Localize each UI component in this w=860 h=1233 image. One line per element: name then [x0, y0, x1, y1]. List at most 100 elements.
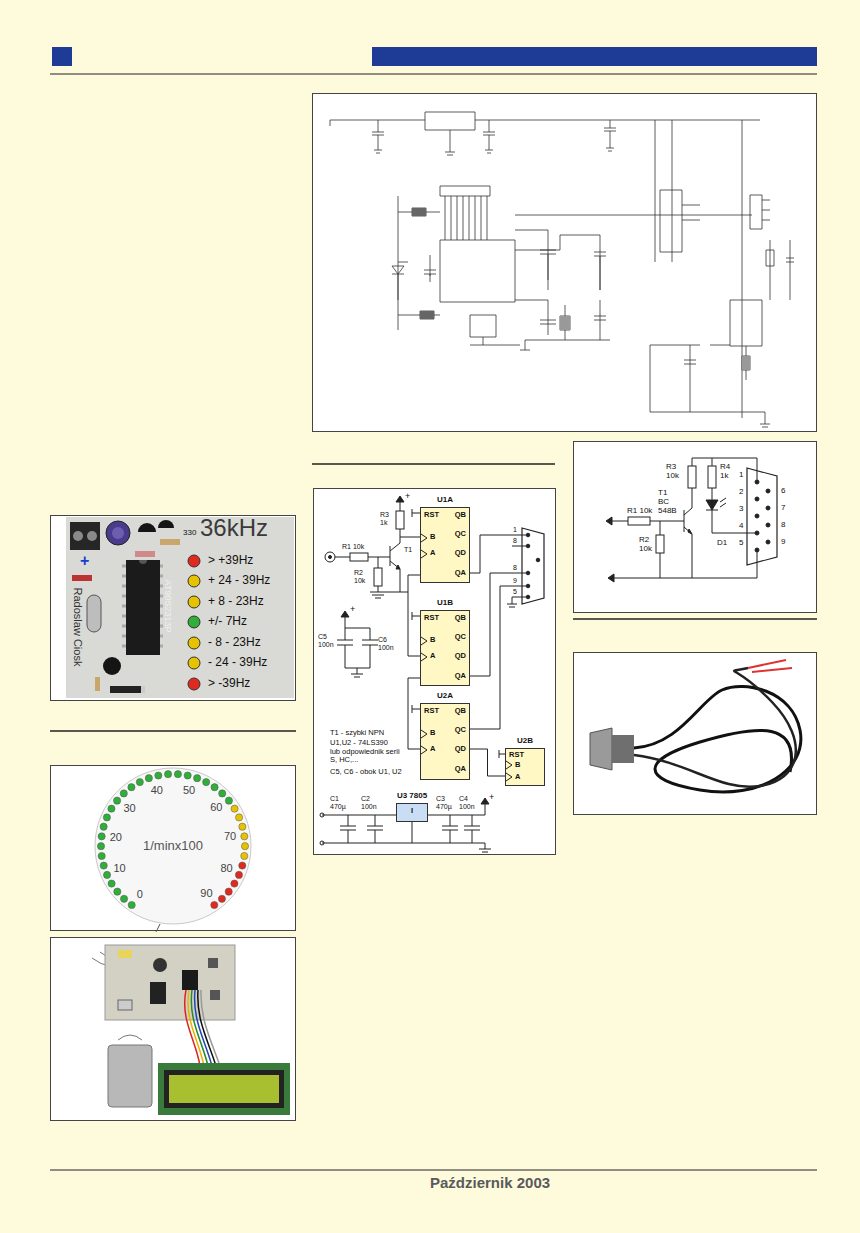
dial-scale: 40 [151, 784, 163, 797]
led-dot [241, 852, 248, 859]
interface-schematic [606, 517, 612, 525]
figure-frame [574, 653, 817, 815]
main-schematic [742, 356, 750, 370]
board-photo [188, 575, 200, 587]
pin-name: RST [509, 751, 524, 759]
led-dot [164, 771, 171, 778]
led-dot [128, 901, 135, 908]
pin-name: RST [424, 707, 439, 715]
schematic-label: 1 [513, 526, 517, 534]
dial-scale: 60 [210, 801, 222, 814]
schematic-label: R3 1k [380, 511, 394, 527]
schematic-label: + [489, 792, 494, 802]
led-dot [145, 775, 152, 782]
interface-schematic [688, 529, 692, 534]
pin-name: QD [455, 549, 466, 557]
schematic-label: 8 [513, 564, 517, 572]
counter-schematic [335, 499, 420, 598]
schematic-label: T1 BC 548B [658, 488, 680, 516]
interface-schematic [766, 540, 770, 544]
schematic-label: R3 10k [666, 462, 682, 480]
board-photo [106, 521, 130, 545]
schematic-label: 3 [739, 504, 743, 513]
board-photo [138, 523, 156, 532]
interface-schematic [755, 497, 759, 501]
schematic-label: 8 [513, 537, 517, 545]
header-bar [50, 47, 817, 74]
lcd-photo [182, 970, 198, 990]
schematic-label: C4 100n [459, 795, 477, 811]
counter-schematic [522, 528, 544, 604]
counter-schematic [396, 565, 400, 569]
caption-rule [573, 618, 817, 620]
counter-schematic [396, 496, 404, 502]
counter-schematic [374, 568, 382, 586]
counter-chip: U1BRSTBAQBQCQDQA [420, 610, 470, 686]
pin-name: QD [455, 652, 466, 660]
pin-name: RST [424, 614, 439, 622]
led-dot [108, 805, 115, 812]
interface-schematic [755, 548, 759, 552]
board-photo [87, 531, 97, 541]
dial-scale: 10 [113, 862, 125, 875]
interface-schematic [755, 531, 759, 535]
silkscreen-text: > +39Hz [208, 554, 253, 568]
board-photo [70, 522, 100, 550]
led-dot [100, 862, 107, 869]
interface-schematic [608, 574, 614, 582]
part-designator: U1A [397, 496, 493, 505]
cable-photo [590, 660, 801, 792]
interface-schematic [606, 458, 777, 582]
wire [408, 678, 420, 749]
cable-photo [634, 668, 796, 787]
main-schematic [412, 208, 426, 216]
board-photo [103, 657, 121, 675]
led-dot [231, 805, 238, 812]
interface-schematic [706, 498, 726, 510]
figure-frame [51, 516, 296, 701]
clock-mark [421, 730, 427, 738]
counter-schematic [526, 595, 530, 599]
pin-name: QC [455, 726, 466, 734]
lcd-photo [118, 950, 132, 958]
led-dot [128, 784, 135, 791]
led-dot [184, 772, 191, 779]
schematic-label: D1 [717, 538, 727, 547]
silkscreen-text: +/- 7Hz [208, 615, 247, 629]
lcd-photo [108, 1045, 152, 1107]
dial-scale: 90 [200, 887, 212, 900]
led-dot [114, 888, 121, 895]
board-photo [160, 539, 180, 545]
schematic-label: 8 [781, 520, 785, 529]
counter-schematic [396, 511, 404, 529]
wire [470, 749, 505, 776]
board-photo [158, 520, 174, 528]
schematic-label: R2 10k [354, 569, 371, 585]
interface-schematic [766, 506, 770, 510]
schematic-label: 7 [781, 503, 785, 512]
cable-photo [634, 686, 801, 792]
part-designator: U2B [482, 737, 568, 746]
schematic-label: C2 100n [361, 795, 379, 811]
schematic-label: 6 [781, 486, 785, 495]
board-photo [188, 596, 200, 608]
main-schematic [330, 112, 794, 427]
lcd-photo [118, 1000, 132, 1010]
led-dot [241, 833, 248, 840]
dial-scale: 20 [110, 830, 122, 843]
pin-name: B [430, 636, 435, 644]
interface-schematic [706, 500, 718, 510]
pin-name: RST [424, 511, 439, 519]
dial-face [95, 768, 251, 924]
counter-schematic [481, 798, 489, 804]
figure-frame [51, 938, 296, 1121]
cable-photo [590, 728, 612, 770]
lcd-photo [92, 945, 290, 1115]
pin-name: QC [455, 530, 466, 538]
board-photo [112, 527, 124, 539]
counter-schematic [526, 533, 530, 537]
led-dot [174, 771, 181, 778]
board-photo [95, 677, 100, 691]
schematic-label: 9 [513, 577, 517, 585]
